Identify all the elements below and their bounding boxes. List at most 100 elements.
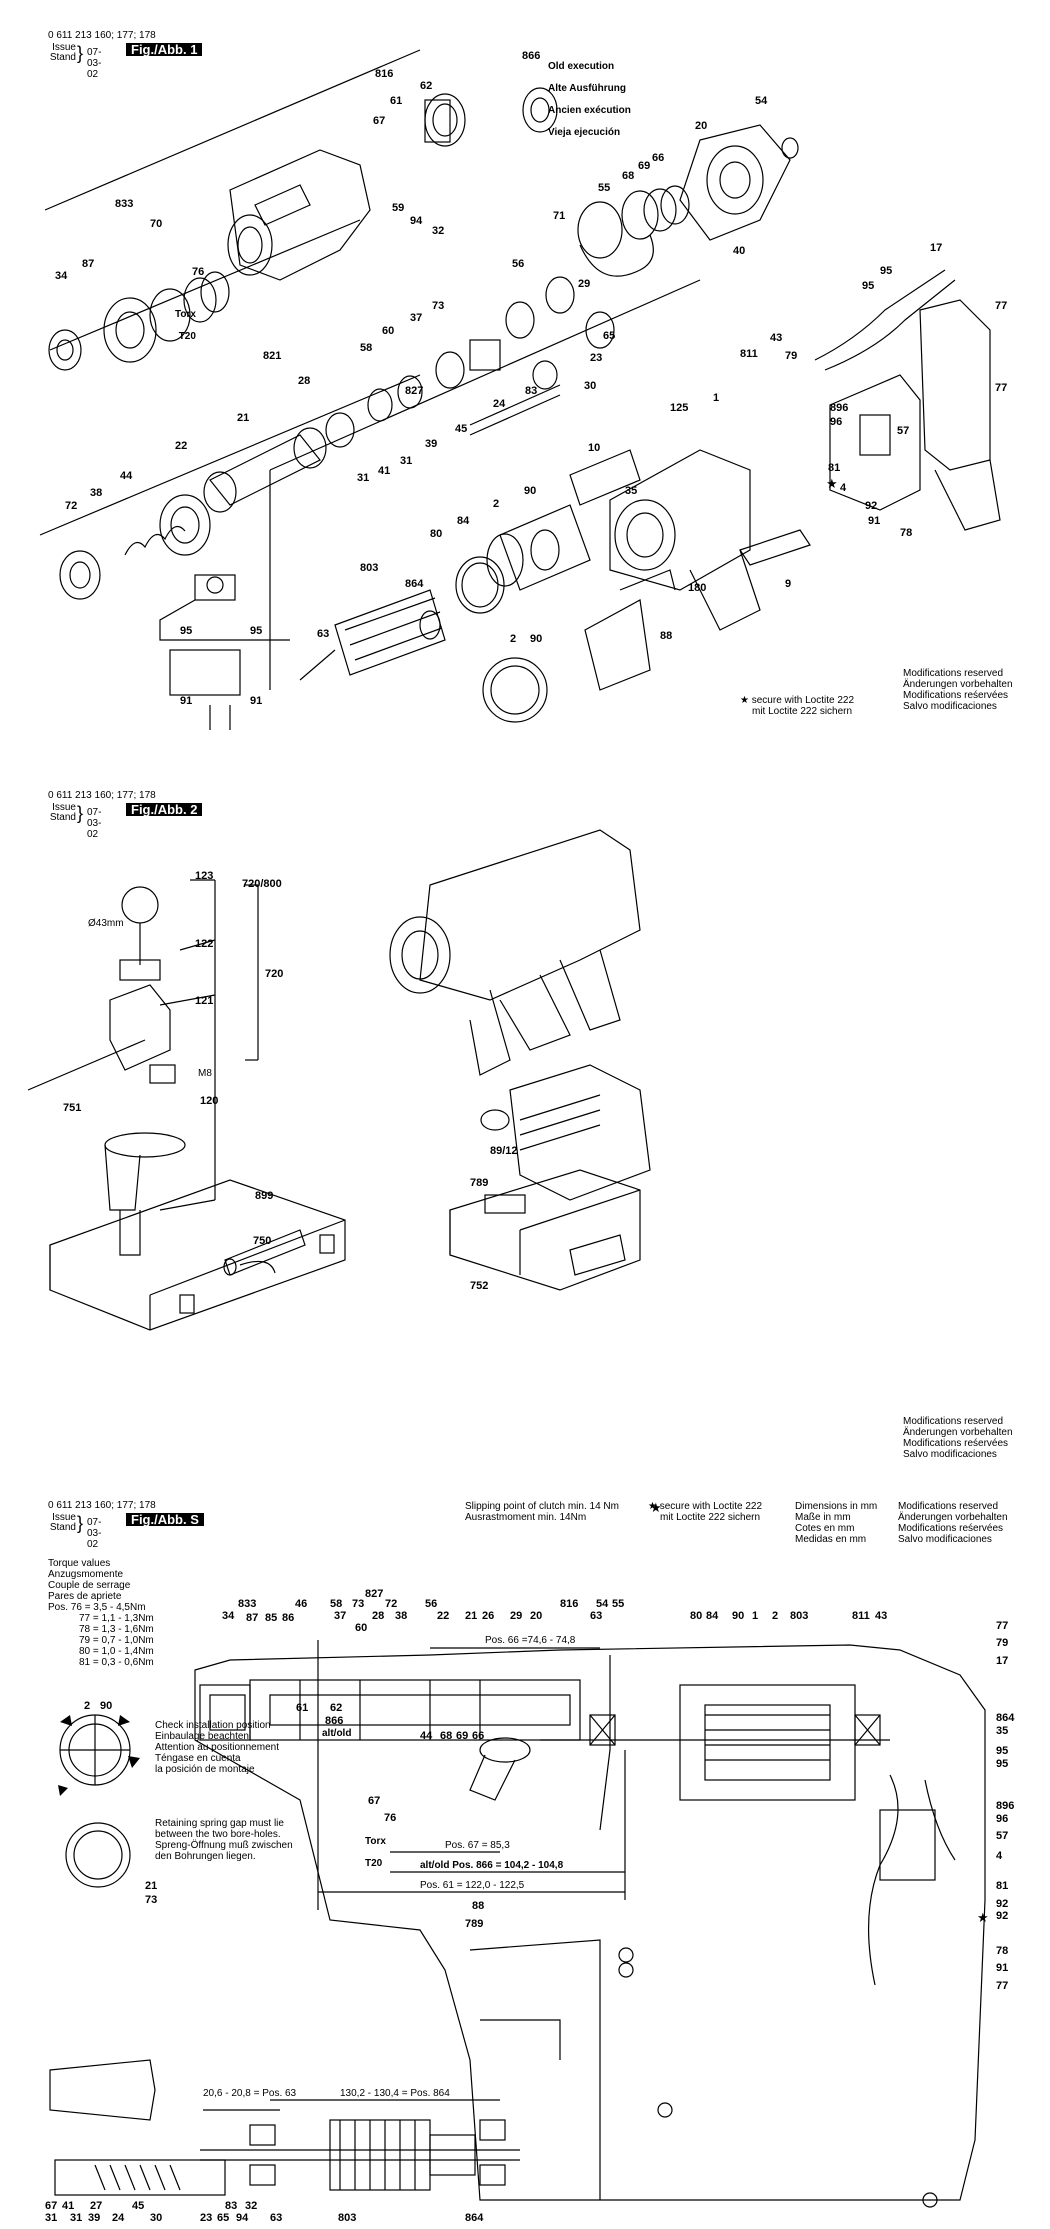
part-label: 864 [465,2212,484,2224]
dimension-61: Pos. 61 = 122,0 - 122,5 [420,1880,525,1891]
part-label: 58 [360,342,373,354]
part-label: 30 [150,2212,163,2224]
doc-number: 0 611 213 160; 177; 178 [48,30,156,41]
figure-1: 0 611 213 160; 177; 178 Issue Stand } 07… [0,30,1050,730]
figure-title: Fig./Abb. S [126,1513,204,1526]
modifications-note: Modifications reserved Änderungen vorbeh… [903,668,1013,712]
loctite-note: ★ secure with Loctite 222 mit Loctite 22… [740,695,854,717]
check-install-line: Einbaulage beachten [155,1731,249,1742]
part-label: 96 [996,1813,1009,1825]
part-label: 80 [430,528,443,540]
part-label: 10 [588,442,601,454]
part-label: 30 [584,380,597,392]
part-label: 95 [996,1758,1009,1770]
part-label: 91 [868,515,881,527]
part-label: 95 [250,625,263,637]
part-label: 827 [365,1588,384,1600]
part-label: 78 [900,527,913,539]
part-label: 180 [688,582,707,594]
part-label: 69 [456,1730,469,1742]
issue-label: Issue Stand [49,802,76,823]
part-label: 62 [330,1702,343,1714]
part-label: 81 [996,1880,1009,1892]
part-label: 752 [470,1280,489,1292]
torque-value: 80 = 1,0 - 1,4Nm [79,1646,154,1657]
part-label: 811 [740,348,758,360]
part-label: 76 [192,266,205,278]
part-label: 21 [145,1880,158,1892]
clutch-line: Slipping point of clutch min. 14 Nm [465,1501,619,1512]
torque-value: 77 = 1,1 - 1,3Nm [79,1613,154,1624]
part-label: 827 [405,385,424,397]
part-label: 41 [378,465,391,477]
torque-title-line: Torque values [48,1558,111,1569]
dimension-67: Pos. 67 = 85,3 [445,1840,510,1851]
part-label: 95 [996,1745,1009,1757]
part-label: 90 [524,485,537,497]
part-label: 55 [612,1598,625,1610]
part-label: 896 [830,402,849,414]
part-label: 751 [63,1102,82,1114]
part-label: 59 [392,202,405,214]
part-label: 90 [100,1700,113,1712]
figure-2: 0 611 213 160; 177; 178 Issue Stand } 07… [0,790,1050,1490]
modifications-note: Modifications reserved Änderungen vorbeh… [898,1501,1008,1545]
torque-title-line: Anzugsmomente [48,1569,124,1580]
part-label: 70 [150,218,163,230]
part-label: 32 [245,2200,258,2212]
part-label: 125 [670,402,689,414]
part-label: 61 [390,95,403,107]
part-label: 54 [755,95,768,107]
diameter-label: Ø43mm [88,918,124,929]
part-label: 76 [384,1812,397,1824]
part-label: 79 [996,1637,1009,1649]
loctite-note: ★ secure with Loctite 222 mit Loctite 22… [648,1501,762,1523]
part-label: 32 [432,225,445,237]
part-label: 2 [510,633,517,645]
part-label: 34 [55,270,68,282]
part-label: 94 [410,215,423,227]
brace: } [77,803,84,823]
sectional-drawing: ★ ★ [49,1501,989,2208]
part-label: 81 [828,462,841,474]
part-label: 54 [596,1598,609,1610]
part-label: 62 [420,80,433,92]
mod-line: Salvo modificaciones [903,1449,997,1460]
part-label: 80 [690,1610,703,1622]
part-label: 866 [325,1715,344,1727]
part-label: 816 [375,68,394,80]
check-install-line: Téngase en cuenta [155,1753,241,1764]
part-label: 87 [246,1612,259,1624]
dimension-66: Pos. 66 =74,6 - 74,8 [485,1635,576,1646]
part-label: 21 [465,1610,478,1622]
part-label: 9 [785,578,792,590]
old-execution-line: Ancien exécution [548,105,631,116]
part-label: 95 [880,265,893,277]
issue-label: Issue Stand [49,1512,76,1533]
part-label: 78 [996,1945,1009,1957]
part-label: 35 [625,485,638,497]
part-label: 65 [217,2212,230,2224]
torx-line: Torx [365,1836,386,1847]
part-label: 67 [45,2200,58,2212]
part-label: 803 [360,562,379,574]
part-label: 63 [317,628,330,640]
old-execution-note: Old execution Alte Ausführung Ancien exé… [548,50,631,138]
torx-line: T20 [365,1858,383,1869]
part-label: 864 [405,578,424,590]
part-label: 72 [385,1598,398,1610]
spring-gap-line: between the two bore-holes. [155,1829,281,1840]
part-label: 120 [200,1095,219,1107]
mod-line: Änderungen vorbehalten [903,679,1013,690]
thread-label: M8 [198,1068,212,1079]
loctite-line: mit Loctite 222 sichern [660,1512,761,1523]
part-label: 55 [598,182,611,194]
check-install-line: la posición de montaje [155,1764,255,1775]
torx-line: T20 [178,331,196,342]
dimension-864: 130,2 - 130,4 = Pos. 864 [340,2088,450,2099]
part-label: 123 [195,870,214,882]
part-label: 22 [437,1610,450,1622]
figure-title: Fig./Abb. 2 [126,803,203,816]
part-label: 38 [395,1610,408,1622]
dim-line: Medidas en mm [795,1534,867,1545]
